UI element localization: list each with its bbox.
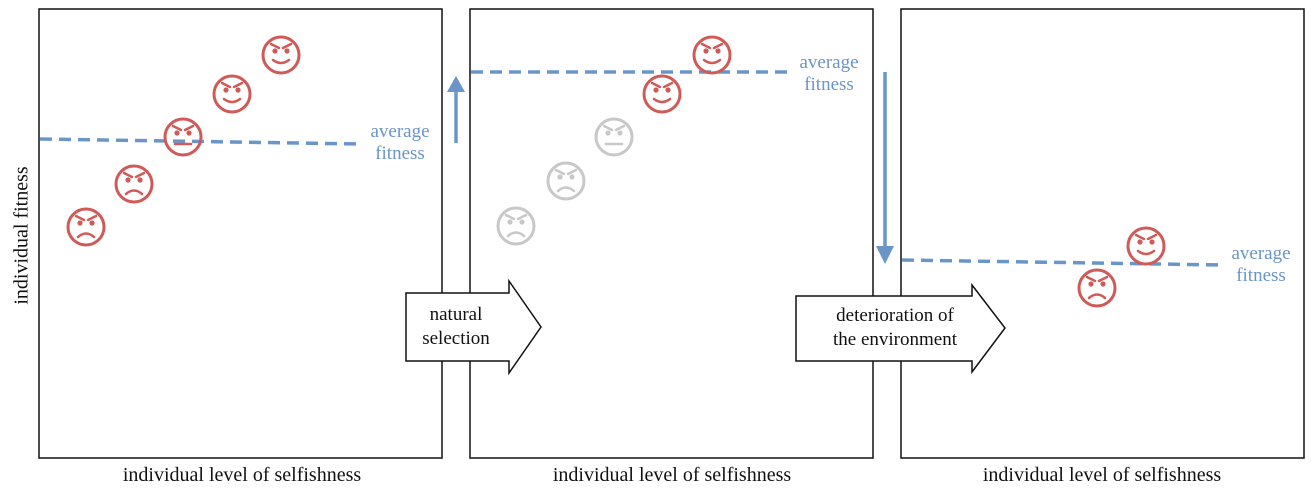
x-axis-label-2: individual level of selfishness [552, 464, 792, 486]
average-fitness-label-2: average fitness [779, 52, 879, 96]
deterioration-label: deterioration of the environment [800, 304, 990, 352]
face-icon [1126, 226, 1166, 266]
average-label-line2: fitness [375, 143, 425, 164]
fitness-increase-arrow [447, 76, 465, 143]
face-icon [692, 35, 732, 75]
face-icon [594, 117, 634, 157]
y-axis-label: individual fitness [10, 166, 33, 305]
deterioration-line2: the environment [833, 329, 957, 350]
face-icon [261, 35, 301, 75]
natural-selection-label: natural selection [406, 303, 506, 351]
average-label-line2: fitness [804, 74, 854, 95]
face-icon [1077, 268, 1117, 308]
average-label-line1: average [370, 121, 430, 142]
panel-2 [469, 8, 874, 459]
face-icon [642, 74, 682, 114]
average-fitness-label-3: average fitness [1211, 243, 1311, 287]
face-icon [546, 161, 586, 201]
panel-1 [38, 8, 443, 459]
average-label-line2: fitness [1236, 265, 1286, 286]
face-icon [163, 117, 203, 157]
deterioration-line1: deterioration of [836, 305, 954, 326]
average-fitness-label-1: average fitness [350, 121, 450, 165]
natural-selection-arrow [405, 278, 542, 376]
average-label-line1: average [799, 52, 859, 73]
face-icon [496, 206, 536, 246]
natural-selection-line1: natural [429, 304, 483, 325]
average-line-3 [901, 258, 1223, 267]
x-axis-label-1: individual level of selfishness [122, 464, 362, 486]
face-icon [114, 164, 154, 204]
face-icon [66, 207, 106, 247]
natural-selection-line2: selection [422, 328, 490, 349]
average-label-line1: average [1231, 243, 1291, 264]
x-axis-label-3: individual level of selfishness [982, 464, 1222, 486]
deterioration-arrow [795, 282, 1006, 375]
face-icon [212, 74, 252, 114]
panel-3 [900, 8, 1305, 459]
fitness-decrease-arrow [876, 72, 894, 264]
